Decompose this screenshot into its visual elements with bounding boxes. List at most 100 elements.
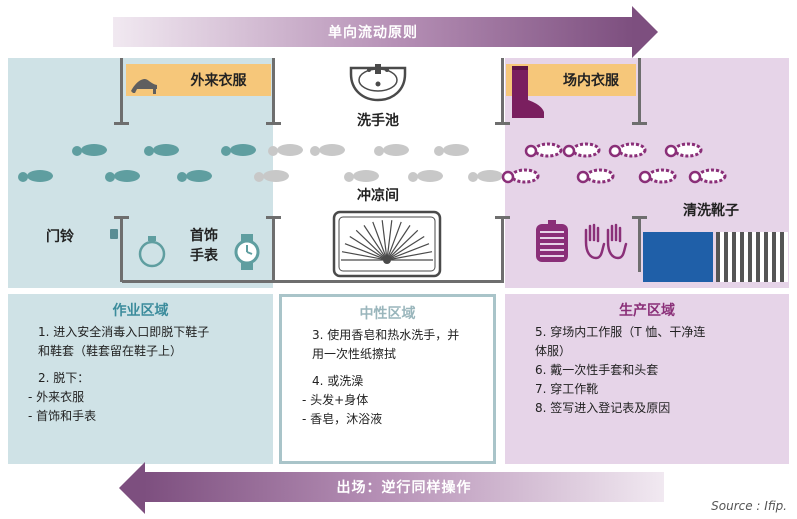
apron-icon bbox=[536, 220, 568, 262]
work-step-2: 2. 脱下： bbox=[38, 371, 90, 385]
footprint-icon bbox=[268, 144, 303, 156]
footprints-layer bbox=[18, 142, 727, 184]
footprint-icon bbox=[177, 170, 212, 182]
shower-ray bbox=[381, 220, 388, 261]
prod-step-8: 8. 签写进入登记表及原因 bbox=[535, 401, 671, 415]
production-zone-title: 生产区域 bbox=[619, 303, 675, 319]
footprint-icon bbox=[688, 168, 727, 184]
footprint-icon bbox=[374, 144, 409, 156]
sink-icon bbox=[349, 64, 407, 102]
wall-b-top bbox=[501, 58, 504, 124]
shower-ray bbox=[386, 220, 393, 261]
inside-clothes-label: 场内衣服 bbox=[563, 73, 619, 89]
wall-b-top-cap bbox=[495, 122, 510, 125]
work-zone-title: 作业区域 bbox=[112, 303, 169, 319]
wall-c-bottom-cap bbox=[632, 216, 647, 219]
shower-ray bbox=[341, 251, 388, 261]
bottom-arrow-head-icon bbox=[119, 462, 145, 514]
outside-clothes-banner: 外来衣服 bbox=[126, 64, 271, 96]
footprint-icon bbox=[434, 144, 469, 156]
boot-wash-label: 清洗靴子 bbox=[683, 203, 739, 219]
high-heel-icon bbox=[131, 79, 157, 94]
source-credit: Source : Ifip. bbox=[711, 499, 787, 513]
neutral-step-3a: 3. 使用香皂和热水洗手，并 bbox=[312, 328, 460, 342]
footprint-icon bbox=[638, 168, 677, 184]
shower-ray bbox=[386, 235, 425, 261]
wall-left-bottom-cap bbox=[114, 216, 129, 219]
prod-step-6: 6. 戴一次性手套和头套 bbox=[535, 363, 659, 377]
neutral-step-4b: - 香皂，沐浴液 bbox=[302, 412, 383, 426]
work-zone-panel: 作业区域 1. 进入安全消毒入口即脱下鞋子 和鞋套（鞋套留在鞋子上） 2. 脱下… bbox=[8, 294, 273, 464]
shower-ray bbox=[363, 225, 388, 261]
work-step-2a: - 外来衣服 bbox=[28, 390, 85, 404]
sink-label: 洗手池 bbox=[357, 113, 399, 129]
shower-ray bbox=[372, 221, 388, 261]
footprint-icon bbox=[310, 144, 345, 156]
doorbell-label: 门铃 bbox=[46, 229, 74, 245]
shower-ray bbox=[386, 229, 419, 261]
wall-a-top-cap bbox=[266, 122, 281, 125]
footprint-icon bbox=[344, 170, 379, 182]
jewelry-label-1: 首饰 bbox=[190, 228, 218, 244]
wall-c-bottom bbox=[638, 216, 641, 272]
footprint-icon bbox=[664, 142, 703, 158]
bottom-arrow-label: 出场：逆行同样操作 bbox=[336, 480, 472, 496]
wall-c-top-cap bbox=[632, 122, 647, 125]
shower-tray-icon bbox=[332, 210, 442, 278]
neutral-step-4a: - 头发+身体 bbox=[302, 393, 369, 407]
top-flow-arrow: 单向流动原则 bbox=[113, 17, 633, 47]
floor-line bbox=[122, 280, 504, 283]
footprint-icon bbox=[562, 142, 601, 158]
neutral-zone-title: 中性区域 bbox=[359, 306, 416, 322]
watch-icon bbox=[234, 234, 260, 270]
work-step-1b: 和鞋套（鞋套留在鞋子上） bbox=[38, 344, 183, 358]
footprint-icon bbox=[105, 170, 140, 182]
shower-ray bbox=[386, 243, 430, 261]
outside-clothes-label: 外来衣服 bbox=[190, 73, 247, 89]
footprint-icon bbox=[221, 144, 256, 156]
footprint-icon bbox=[144, 144, 179, 156]
footprint-icon bbox=[408, 170, 443, 182]
shower-ray bbox=[355, 229, 388, 261]
shower-label: 冲凉间 bbox=[357, 188, 399, 204]
top-arrow-label: 单向流动原则 bbox=[328, 25, 418, 41]
neutral-step-4: 4. 或洗澡 bbox=[312, 374, 364, 388]
footprint-icon bbox=[576, 168, 615, 184]
footprint-icon bbox=[501, 168, 540, 184]
footprint-icon bbox=[468, 170, 503, 182]
work-step-2b: - 首饰和手表 bbox=[28, 409, 97, 423]
jewelry-label-2: 手表 bbox=[190, 248, 218, 264]
footprint-icon bbox=[524, 142, 563, 158]
prod-step-5b: 体服） bbox=[535, 344, 572, 358]
wall-c-top bbox=[638, 58, 641, 124]
shower-ray bbox=[386, 251, 433, 261]
production-zone-panel: 生产区域 5. 穿场内工作服（T 恤、干净连 体服） 6. 戴一次性手套和头套 … bbox=[505, 294, 789, 464]
wall-a-top bbox=[272, 58, 275, 124]
shower-ray bbox=[344, 243, 388, 261]
footprint-icon bbox=[18, 170, 53, 182]
prod-step-7: 7. 穿工作靴 bbox=[535, 382, 599, 396]
work-step-1a: 1. 进入安全消毒入口即脱下鞋子 bbox=[38, 325, 210, 339]
wall-left-bottom bbox=[120, 216, 123, 282]
shower-ray bbox=[349, 235, 388, 261]
wall-left-top bbox=[120, 58, 123, 124]
footprint-icon bbox=[254, 170, 289, 182]
boot-wash-tray bbox=[643, 232, 713, 282]
neutral-zone-panel: 中性区域 3. 使用香皂和热水洗手，并 用一次性纸擦拭 4. 或洗澡 - 头发+… bbox=[279, 294, 496, 464]
footprint-icon bbox=[72, 144, 107, 156]
boot-brush-grid bbox=[716, 232, 788, 282]
bottom-flow-arrow: 出场：逆行同样操作 bbox=[144, 472, 664, 502]
doorbell-icon bbox=[110, 229, 118, 239]
bracelet-icon bbox=[138, 236, 166, 268]
footprint-icon bbox=[608, 142, 647, 158]
gloves-icon bbox=[584, 223, 628, 260]
top-arrow-head-icon bbox=[632, 6, 658, 58]
boot-icon bbox=[512, 66, 544, 118]
prod-step-5a: 5. 穿场内工作服（T 恤、干净连 bbox=[535, 325, 706, 339]
wall-left-top-cap bbox=[114, 122, 129, 125]
shower-ray bbox=[386, 221, 402, 261]
neutral-step-3b: 用一次性纸擦拭 bbox=[312, 347, 397, 361]
wall-a-bottom bbox=[272, 216, 275, 282]
wall-a-bottom-cap bbox=[266, 216, 281, 219]
shower-ray bbox=[386, 225, 411, 261]
